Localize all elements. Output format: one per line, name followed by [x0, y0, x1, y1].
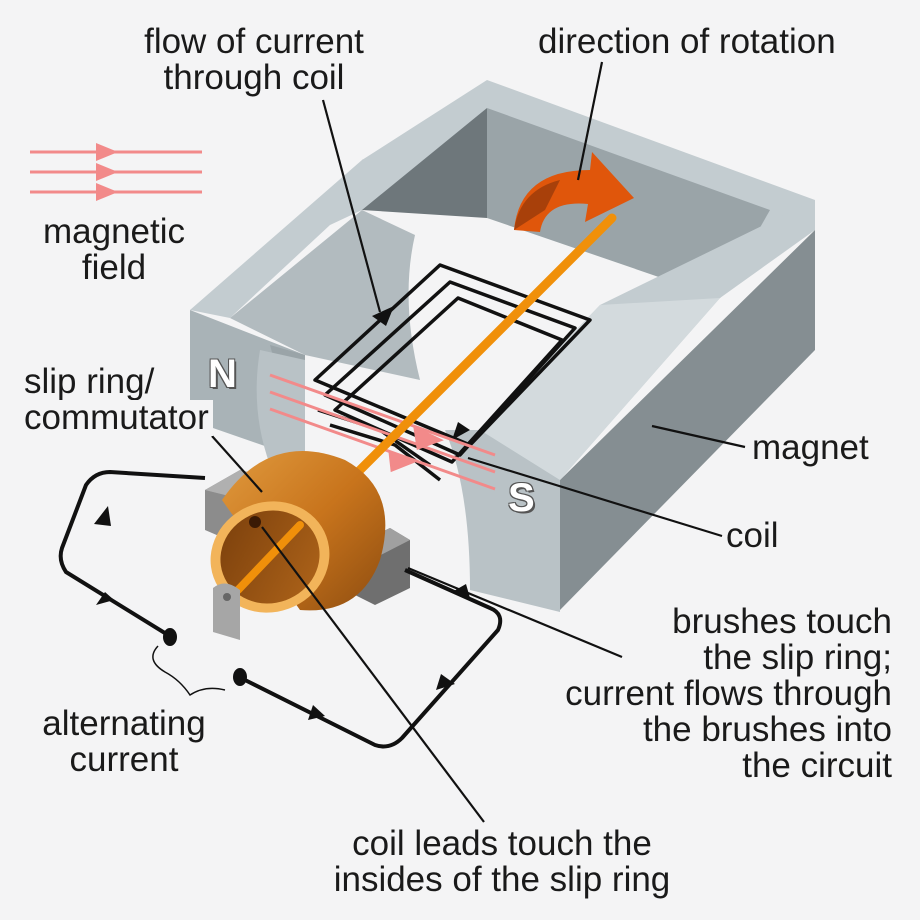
label-coil-leads-line-1: coil leads touch the [352, 824, 652, 863]
magnetic-field-legend [30, 143, 202, 201]
coil-current-arrow-right [452, 422, 470, 440]
south-pole-label: S [508, 476, 535, 520]
label-magnet: magnet [752, 428, 869, 467]
label-slip-ring-line-2: commutator [20, 400, 213, 436]
label-alternating-current-line-2: current [69, 740, 179, 779]
rotation-arrow [514, 152, 634, 232]
label-coil-leads-line-2: insides of the slip ring [333, 860, 671, 899]
label-slip-ring: slip ring/ commutator [20, 362, 213, 436]
label-magnetic-field-line-2: field [81, 248, 147, 287]
north-pole-label: N [208, 352, 237, 396]
label-flow-of-current-line-2: through coil [163, 58, 345, 97]
label-brushes-line-5: the circuit [742, 746, 892, 785]
slip-ring [210, 451, 386, 613]
label-coil-leads: coil leads touch the insides of the slip… [290, 826, 714, 898]
label-magnetic-field-line-1: magnetic [42, 212, 186, 251]
label-brushes-line-3: current flows through [565, 674, 892, 713]
label-alternating-current: alternating current [26, 706, 222, 778]
label-brushes-line-2: the slip ring; [703, 638, 892, 677]
label-direction-of-rotation: direction of rotation [538, 22, 836, 61]
label-coil: coil [726, 516, 779, 555]
label-magnetic-field: magnetic field [22, 214, 206, 286]
magnet [190, 80, 815, 612]
label-flow-of-current: flow of current through coil [120, 24, 388, 96]
terminal-tab [213, 583, 240, 640]
ac-terminal-right [233, 668, 247, 686]
ac-label-bracket [152, 645, 226, 697]
label-alternating-current-line-1: alternating [42, 704, 206, 743]
ac-terminal-left [163, 628, 177, 646]
label-flow-of-current-line-1: flow of current [144, 22, 364, 61]
label-brushes-line-1: brushes touch [672, 602, 892, 641]
coil-current-arrow-left [372, 306, 394, 326]
leader-lines [211, 61, 746, 823]
label-slip-ring-line-1: slip ring/ [24, 362, 155, 401]
label-brushes-line-4: the brushes into [642, 710, 892, 749]
label-brushes: brushes touch the slip ring; current flo… [470, 604, 892, 784]
